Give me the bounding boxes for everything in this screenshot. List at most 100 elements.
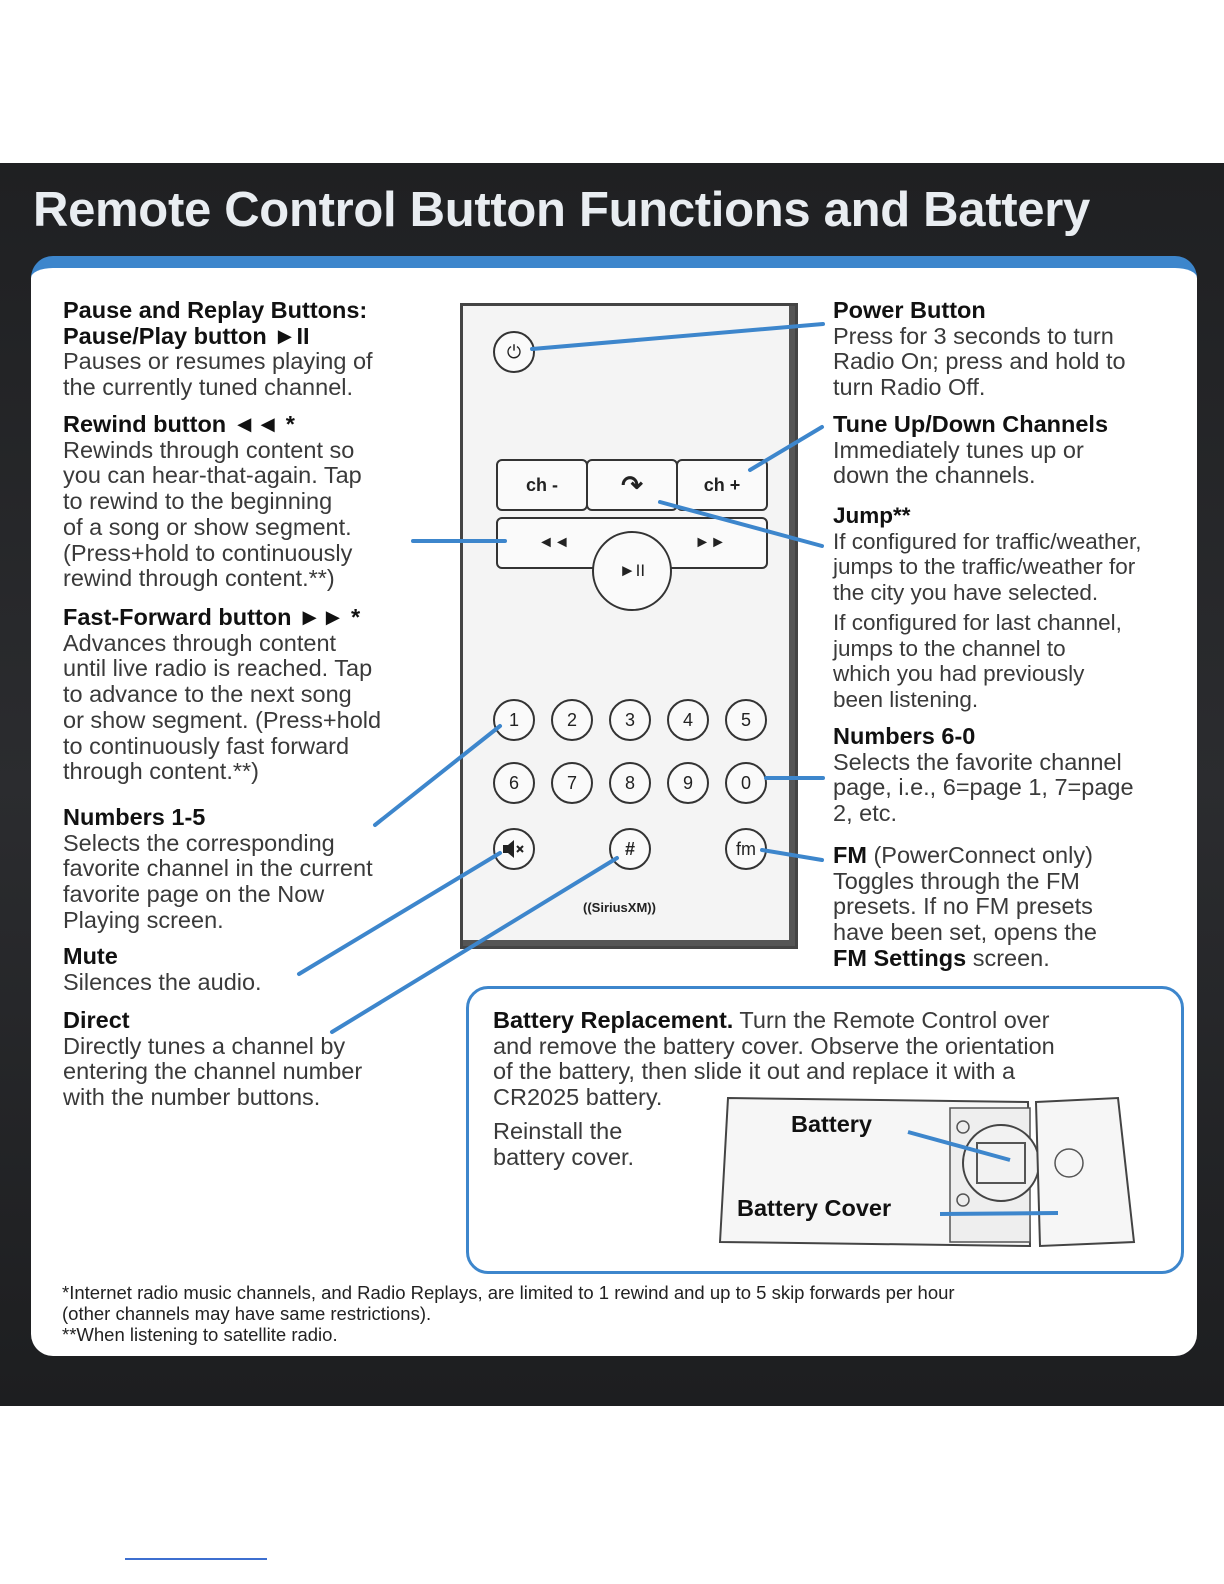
play-pause-icon: ►II [618,561,646,580]
number-7-button[interactable]: 7 [551,762,593,804]
numbers-6-0-section: Numbers 6-0 Selects the favorite channel… [833,723,1134,827]
battery-line: of the battery, then slide it out and re… [493,1058,1016,1085]
numbers-1-5-line: favorite channel in the current [63,855,373,882]
jump-line: jumps to the channel to [833,635,1066,661]
fm-heading: FM [833,842,867,868]
fast-forward-line: or show segment. (Press+hold [63,706,382,733]
jump-line: If configured for last channel, [833,609,1122,635]
page-title: Remote Control Button Functions and Batt… [33,183,1090,237]
fast-forward-line: through content.**) [63,758,259,785]
fast-forward-heading: Fast-Forward button ►► * [63,604,361,630]
power-icon: ⏻ [506,341,522,362]
number-6-button[interactable]: 6 [493,762,535,804]
mute-button[interactable] [493,828,535,870]
jump-line: jumps to the traffic/weather for [833,554,1136,580]
fm-line: have been set, opens the [833,919,1097,946]
fm-line: presets. If no FM presets [833,893,1093,920]
fast-forward-line: to continuously fast forward [63,732,350,759]
page-underline-decoration [125,1558,267,1560]
rewind-icon[interactable]: ◄◄ [538,534,570,551]
jump-section: Jump** If configured for traffic/weather… [833,503,1142,713]
fm-section: FM (PowerConnect only) Toggles through t… [833,842,1097,972]
rewind-section: Rewind button ◄◄ * Rewinds through conte… [63,411,362,592]
jump-heading: Jump** [833,503,911,528]
tune-line: down the channels. [833,462,1036,489]
number-1-button[interactable]: 1 [493,699,535,741]
battery-heading: Battery Replacement. [493,1007,734,1033]
battery-text: Battery Replacement. Turn the Remote Con… [493,1007,1055,1170]
number-2-button[interactable]: 2 [551,699,593,741]
battery-label: Battery [791,1111,872,1138]
mute-icon [503,840,524,858]
power-button[interactable]: ⏻ [493,331,535,373]
fast-forward-line: to advance to the next song [63,681,352,708]
reinstall-line: Reinstall the [493,1117,623,1144]
rewind-line: Rewinds through content so [63,436,355,463]
hash-direct-button[interactable]: # [609,828,651,870]
numbers-1-5-heading: Numbers 1-5 [63,804,206,830]
pause-play-line: the currently tuned channel. [63,374,354,401]
rewind-line: to rewind to the beginning [63,488,333,515]
rewind-line: of a song or show segment. [63,513,352,540]
tune-line: Immediately tunes up or [833,436,1084,463]
power-line: Press for 3 seconds to turn [833,322,1114,349]
number-4-button[interactable]: 4 [667,699,709,741]
pause-play-line: Pauses or resumes playing of [63,348,373,375]
numbers-1-5-section: Numbers 1-5 Selects the corresponding fa… [63,804,373,934]
direct-line: Directly tunes a channel by [63,1032,346,1059]
power-line: Radio On; press and hold to [833,348,1126,375]
siriusxm-logo: ((SiriusXM)) [583,900,656,915]
fm-line: Toggles through the FM [833,867,1080,894]
ch-plus-label: ch + [703,474,741,495]
jump-line: the city you have selected. [833,580,1099,606]
rewind-line: (Press+hold to continuously [63,539,353,566]
numbers-6-0-line: 2, etc. [833,800,898,827]
battery-cover-label: Battery Cover [737,1195,892,1222]
numbers-1-5-line: favorite page on the Now [63,881,325,908]
number-8-button[interactable]: 8 [609,762,651,804]
pause-replay-section: Pause and Replay Buttons: Pause/Play but… [63,297,373,401]
footnote-line: *Internet radio music channels, and Radi… [62,1282,955,1303]
numbers-6-0-line: Selects the favorite channel [833,748,1122,775]
jump-line: been listening. [833,686,979,712]
battery-replacement-box [466,986,1184,1274]
number-0-button[interactable]: 0 [725,762,767,804]
ch-minus-button[interactable]: ch - [496,459,588,511]
numbers-6-0-heading: Numbers 6-0 [833,723,976,749]
numbers-1-5-line: Selects the corresponding [63,829,335,856]
number-9-button[interactable]: 9 [667,762,709,804]
ch-plus-button[interactable]: ch + [676,459,768,511]
mute-heading: Mute [63,943,118,969]
battery-cover-label-text: Battery Cover [737,1195,892,1221]
fast-forward-line: Advances through content [63,629,337,656]
play-pause-button[interactable]: ►II [592,531,672,611]
jump-icon: ↷ [621,469,643,500]
ch-minus-label: ch - [525,474,558,495]
pause-replay-heading: Pause and Replay Buttons: [63,297,368,323]
fast-forward-icon[interactable]: ►► [694,534,726,551]
direct-heading: Direct [63,1007,130,1033]
rewind-line: you can hear-that-again. Tap [63,462,362,489]
power-heading: Power Button [833,297,986,323]
battery-line: CR2025 battery. [493,1084,663,1111]
rewind-line: rewind through content.**) [63,565,335,592]
power-section: Power Button Press for 3 seconds to turn… [833,297,1126,401]
rewind-heading: Rewind button ◄◄ * [63,411,295,437]
number-5-button[interactable]: 5 [725,699,767,741]
direct-line: entering the channel number [63,1058,363,1085]
battery-line: Turn the Remote Control over [733,1007,1050,1033]
reinstall-line: battery cover. [493,1143,635,1170]
pause-play-heading: Pause/Play button ►II [63,322,310,349]
mute-line: Silences the audio. [63,968,262,995]
direct-line: with the number buttons. [63,1084,321,1111]
number-3-button[interactable]: 3 [609,699,651,741]
footnote-line: **When listening to satellite radio. [62,1324,338,1345]
battery-line: and remove the battery cover. Observe th… [493,1032,1055,1059]
tune-heading: Tune Up/Down Channels [833,411,1109,437]
direct-section: Direct Directly tunes a channel by enter… [63,1007,363,1111]
numbers-6-0-line: page, i.e., 6=page 1, 7=page [833,774,1134,801]
mute-section: Mute Silences the audio. [63,943,262,995]
fast-forward-section: Fast-Forward button ►► * Advances throug… [63,604,382,785]
